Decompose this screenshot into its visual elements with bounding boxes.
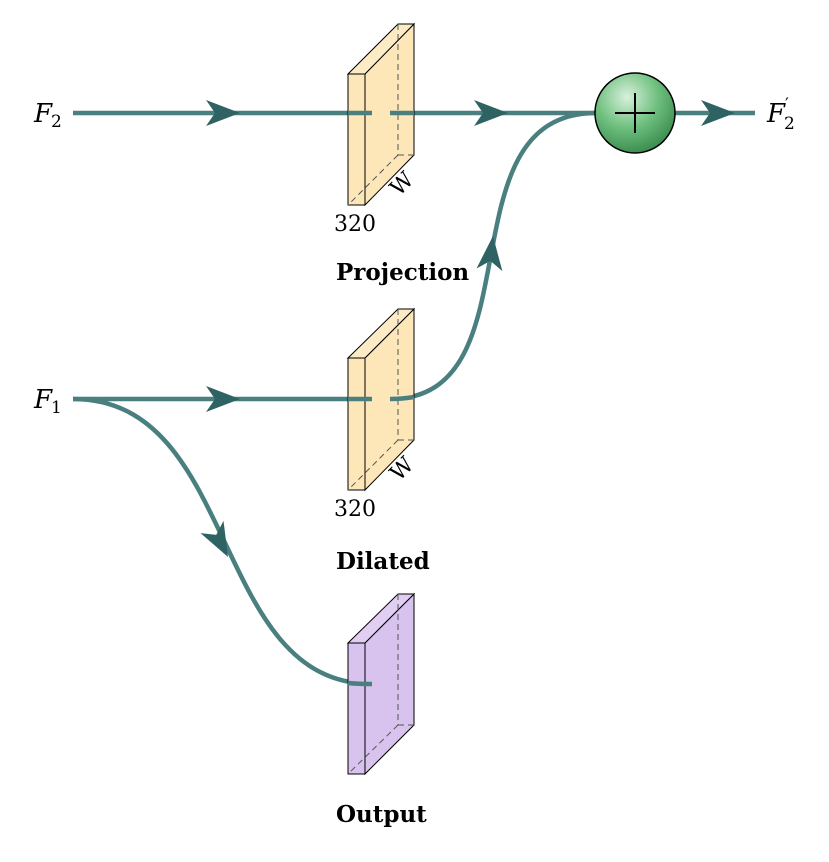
arrowhead-output-edge xyxy=(701,100,735,126)
f2p-prime: ′ xyxy=(785,95,789,115)
output-block-front xyxy=(347,642,366,775)
projection-block: 320 W Projection xyxy=(334,22,469,286)
f1-subscript: 1 xyxy=(51,398,62,418)
arrowhead-projection-edge xyxy=(474,100,508,126)
arrowhead-dilated-curve xyxy=(476,236,503,272)
arrowheads xyxy=(200,100,735,557)
f1-symbol: F xyxy=(33,385,53,415)
sum-node xyxy=(594,72,676,154)
f2-symbol: F xyxy=(33,99,53,129)
output-block-hidden-edge xyxy=(347,724,399,775)
output-block: Output xyxy=(336,592,427,828)
dilated-block-front xyxy=(347,357,366,491)
output-title: Output xyxy=(336,801,427,828)
dilated-depth-label: 320 xyxy=(334,497,376,522)
dilated-block: 320 W Dilated xyxy=(334,307,430,575)
input-label-f2: F 2 xyxy=(33,99,62,132)
f2-subscript: 2 xyxy=(51,112,62,132)
projection-block-hidden-edge xyxy=(347,154,399,206)
projection-title: Projection xyxy=(336,259,469,286)
arrowhead-f1-edge xyxy=(206,386,240,412)
input-label-f1: F 1 xyxy=(33,385,62,418)
projection-block-front xyxy=(347,73,366,206)
projection-depth-label: 320 xyxy=(334,212,376,237)
dilated-title: Dilated xyxy=(336,548,430,575)
dilated-block-edge-out xyxy=(389,394,415,402)
arrowhead-f2-edge xyxy=(206,100,240,126)
arrowhead-output-curve xyxy=(200,520,228,557)
output-block-edge-in xyxy=(347,680,373,687)
f2p-subscript: 2 xyxy=(784,114,795,134)
dilated-block-hidden-edge xyxy=(347,439,399,491)
output-label-f2-prime: F ′ 2 xyxy=(766,95,795,134)
f2p-symbol: F xyxy=(766,99,786,129)
